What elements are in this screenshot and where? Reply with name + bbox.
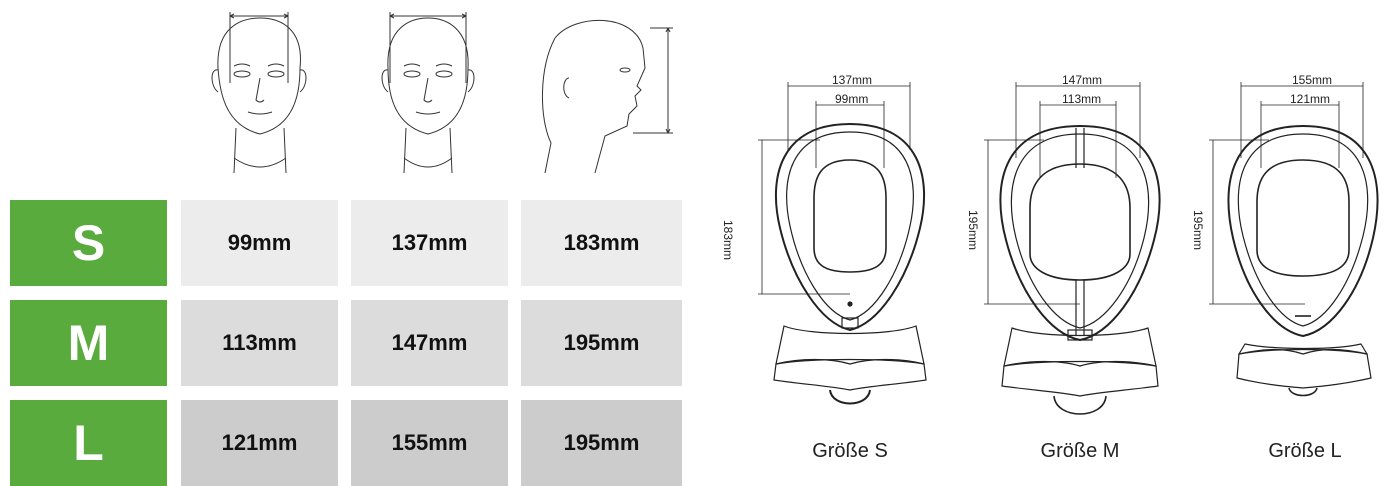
value-cell: 155mm [351, 400, 508, 486]
value-cell: 183mm [521, 200, 682, 286]
dimension-label: 137mm [832, 73, 873, 87]
dimension-label: 195mm [966, 210, 980, 251]
dimension-label: 195mm [1191, 210, 1205, 251]
value-cell: 121mm [181, 400, 338, 486]
dimension-label: 147mm [1062, 73, 1103, 87]
size-badge-s: S [10, 200, 167, 286]
mask-diagram-l [1185, 68, 1385, 428]
mask-label-s: Größe S [812, 440, 888, 462]
dimension-label: 183mm [721, 220, 735, 261]
value-cell: 195mm [521, 400, 682, 486]
value-cell: 147mm [351, 300, 508, 386]
value-cell: 137mm [351, 200, 508, 286]
head-profile-height-icon [525, 8, 685, 178]
mask-label-l: Größe L [1268, 440, 1342, 462]
dimension-label: 99mm [835, 92, 869, 106]
size-badge-m: M [10, 300, 167, 386]
value-cell: 113mm [181, 300, 338, 386]
dimension-label: 113mm [1062, 92, 1102, 106]
value-cell: 99mm [181, 200, 338, 286]
dimension-label: 155mm [1292, 73, 1333, 87]
head-front-width-icon [200, 8, 320, 178]
dimension-label: 121mm [1290, 92, 1331, 106]
mask-diagram-s [740, 68, 940, 428]
mask-label-m: Größe M [1040, 440, 1120, 462]
size-badge-l: L [10, 400, 167, 486]
head-front-wide-icon [368, 8, 488, 178]
value-cell: 195mm [521, 300, 682, 386]
mask-diagram-m [970, 68, 1170, 428]
